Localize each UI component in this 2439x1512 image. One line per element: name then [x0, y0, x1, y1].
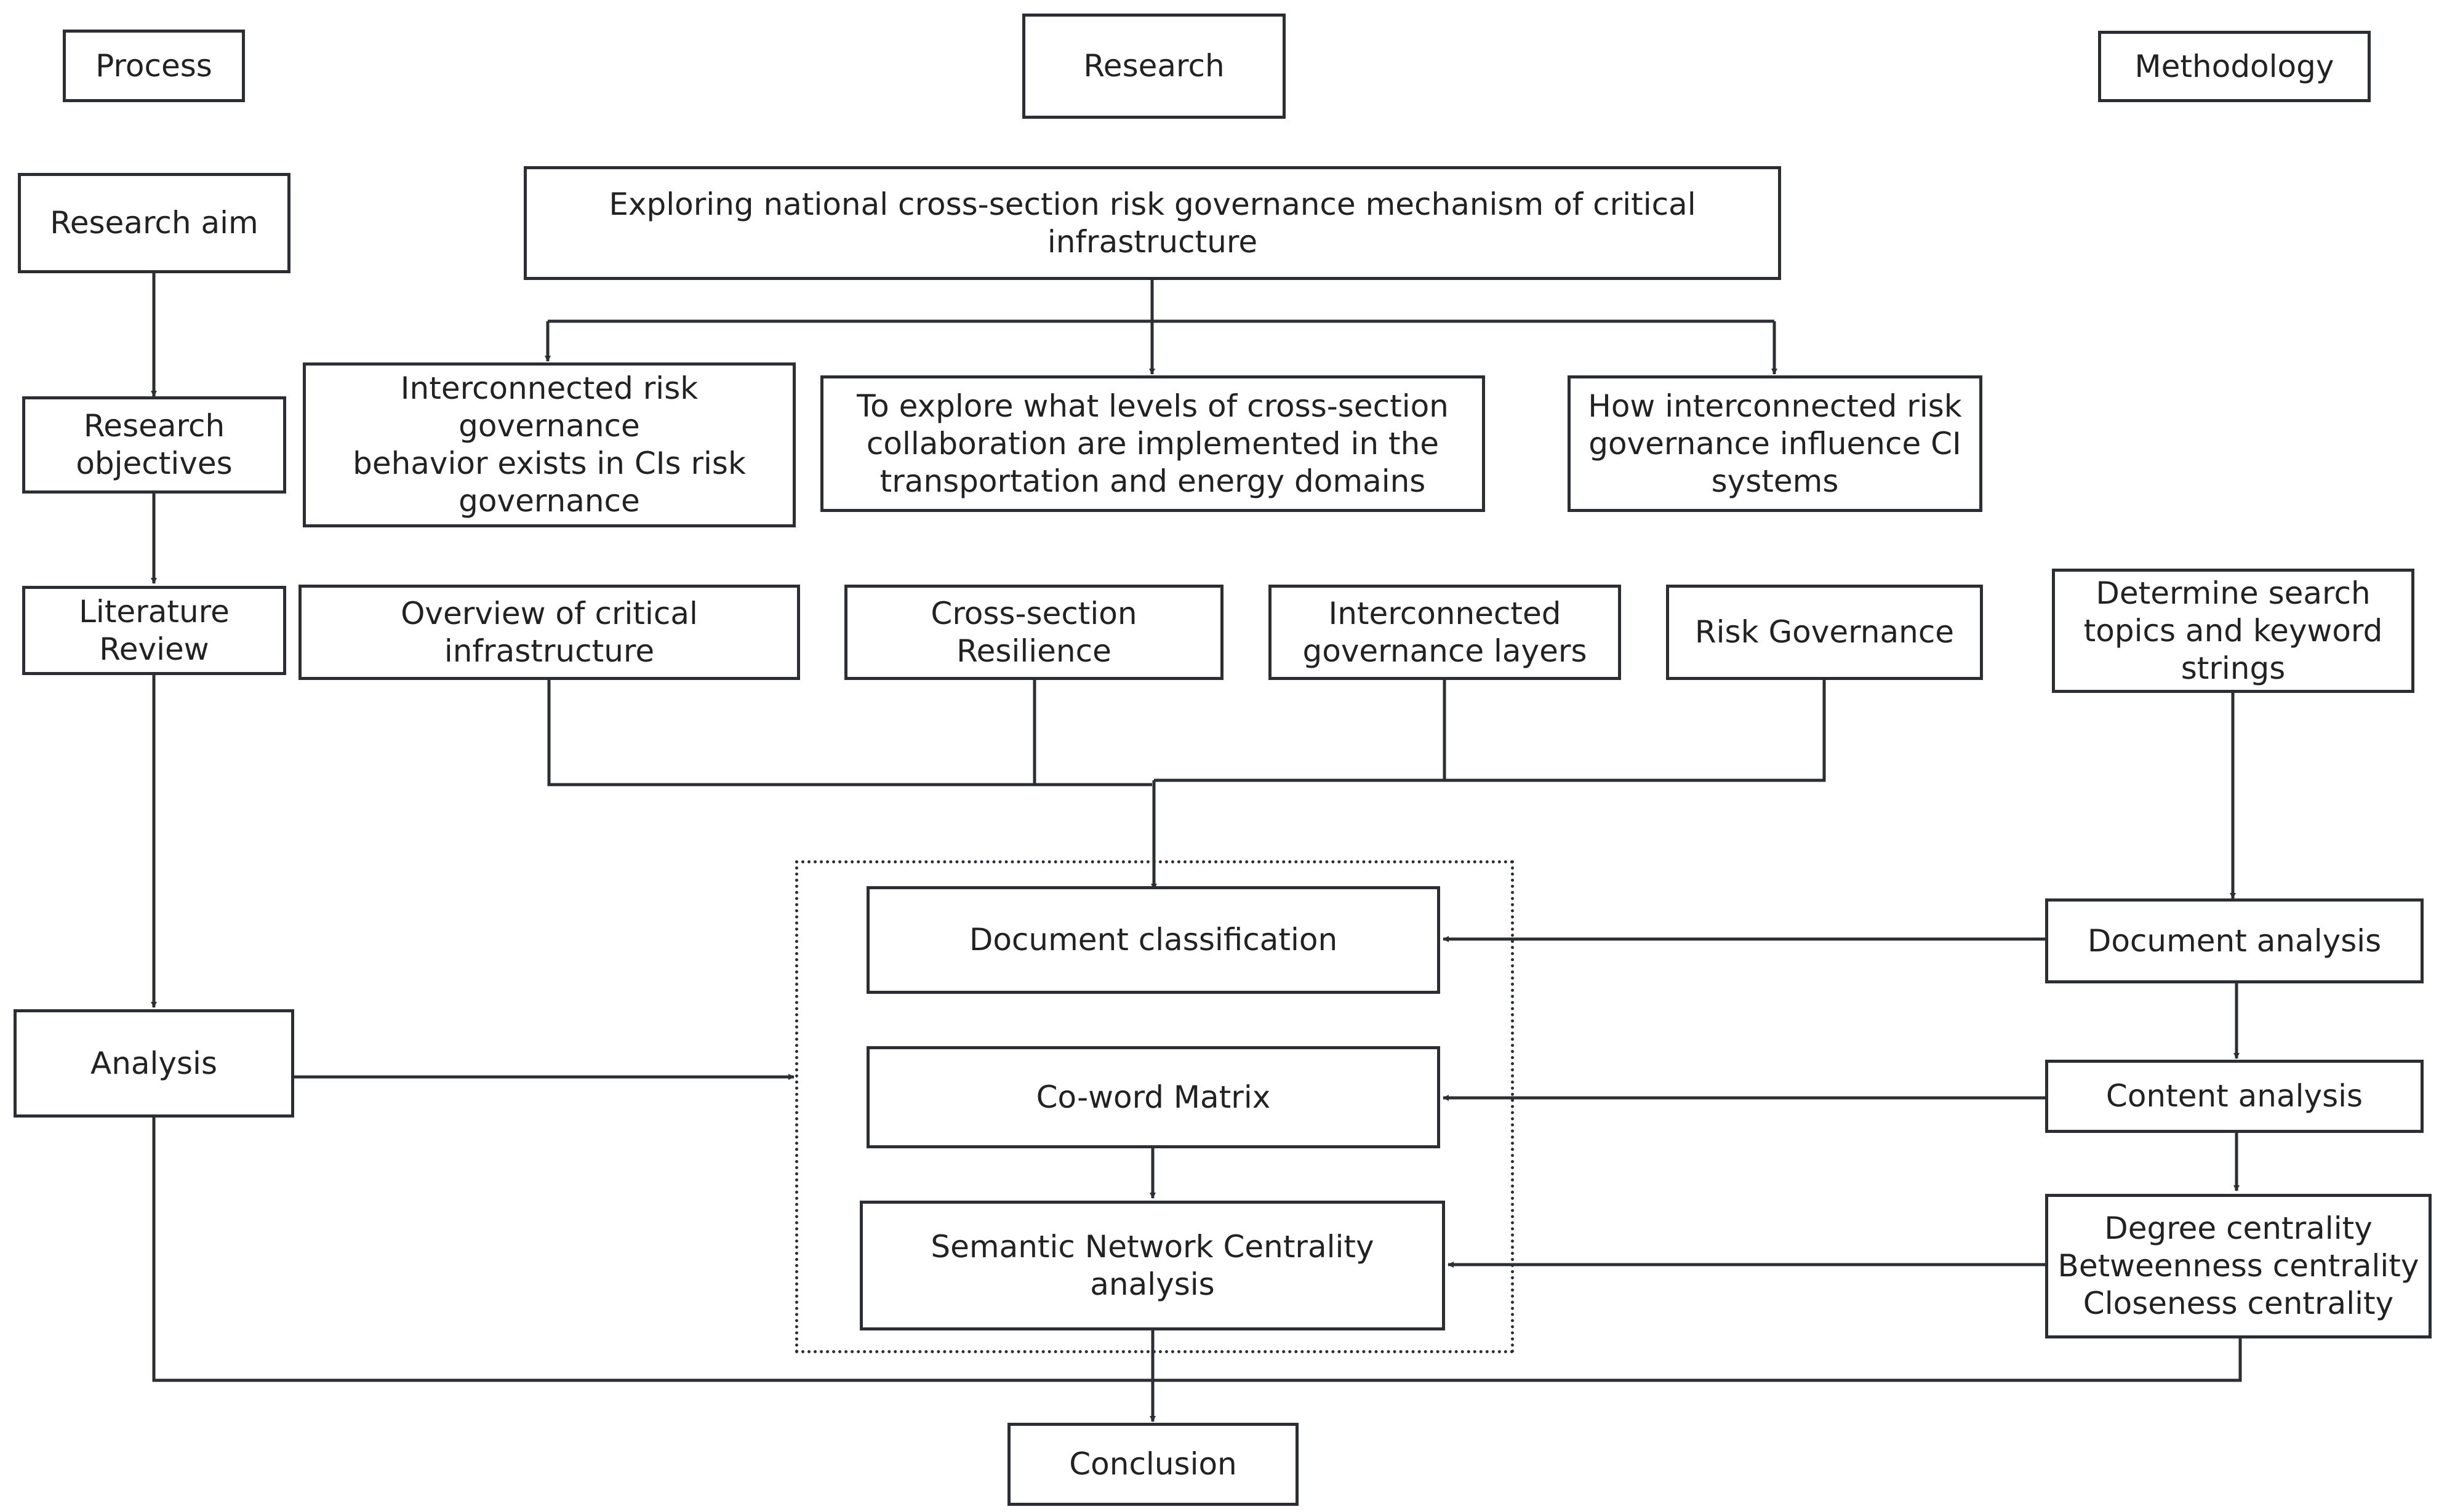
topic-interconnected-governance-layers: Interconnected governance layers: [1268, 585, 1621, 680]
content-analysis-box: Content analysis: [2045, 1060, 2424, 1133]
line-bottom-loop: [152, 1118, 2242, 1382]
research-aim-box: Research aim: [18, 173, 290, 273]
co-word-matrix-box: Co-word Matrix: [867, 1046, 1440, 1148]
semantic-network-centrality-box: Semantic Network Centrality analysis: [860, 1201, 1445, 1330]
methodology-header: Methodology: [2098, 31, 2371, 102]
analysis-box: Analysis: [14, 1009, 294, 1118]
literature-review-box: Literature Review: [22, 586, 286, 675]
line-t1-down: [547, 680, 1152, 786]
topic-risk-governance: Risk Governance: [1666, 585, 1983, 680]
line-t4-down: [1154, 680, 1826, 782]
conclusion-box: Conclusion: [1007, 1423, 1299, 1506]
research-question-3: How interconnected risk governance influ…: [1568, 375, 1982, 512]
core-analysis-region: [795, 860, 1514, 1353]
centrality-measures-box: Degree centrality Betweenness centrality…: [2045, 1194, 2432, 1338]
research-question-1: Interconnected risk governance behavior …: [303, 362, 796, 527]
document-classification-box: Document classification: [867, 886, 1440, 994]
research-header: Research: [1022, 14, 1286, 119]
topic-cross-section-resilience: Cross-section Resilience: [844, 585, 1224, 680]
research-main-question: Exploring national cross-section risk go…: [524, 166, 1781, 280]
topic-overview-critical-infrastructure: Overview of critical infrastructure: [298, 585, 800, 680]
research-objectives-box: Research objectives: [22, 396, 286, 494]
process-header: Process: [63, 30, 245, 102]
research-question-2: To explore what levels of cross-section …: [820, 375, 1485, 512]
document-analysis-box: Document analysis: [2045, 898, 2424, 983]
search-topics-box: Determine search topics and keyword stri…: [2052, 569, 2414, 693]
